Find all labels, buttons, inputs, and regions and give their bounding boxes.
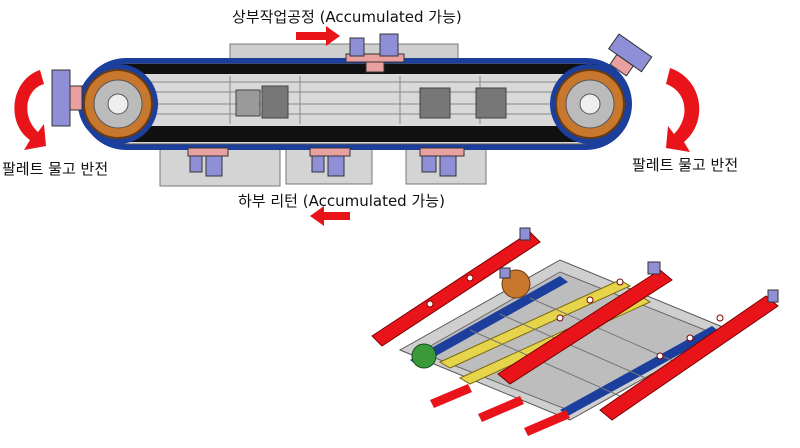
arrow-right-flip (666, 68, 700, 152)
left-pulley (78, 64, 158, 144)
top-rail (116, 64, 596, 74)
bracket-block (261, 85, 289, 119)
bracket-block (419, 87, 451, 119)
top-process-label: 상부작업공정 (Accumulated 가능) (232, 8, 462, 26)
bottom-pallet-fixture (309, 147, 351, 177)
arrow-bottom-return (310, 206, 350, 226)
iso-belt-rail (560, 326, 720, 416)
bottom-rail (116, 126, 596, 142)
right-flip-fixture (608, 33, 653, 77)
iso-pallet-bar (599, 295, 779, 421)
iso-pallet-bar (478, 396, 524, 422)
iso-yellow-rail (438, 279, 632, 369)
iso-belt-rail (410, 276, 568, 366)
left-flip-label: 팔레트 물고 반전 (2, 160, 109, 178)
left-flip-fixture (51, 69, 83, 127)
arrow-left-flip (14, 70, 46, 150)
right-pulley (550, 64, 630, 144)
top-pallet-fixture (345, 33, 405, 73)
iso-pallet-bar (430, 384, 472, 408)
bottom-pallet-fixture (419, 147, 465, 177)
arrow-top-forward (296, 26, 340, 46)
bottom-return-label: 하부 리턴 (Accumulated 가능) (238, 192, 445, 210)
bracket-block (235, 89, 261, 117)
right-flip-label: 팔레트 물고 반전 (632, 156, 739, 174)
bottom-pallet-fixture (187, 147, 229, 177)
iso-pallet-bar (524, 410, 570, 436)
bracket-block (475, 87, 507, 119)
isometric-assembly (371, 227, 779, 436)
iso-pallet-bar (371, 231, 541, 347)
iso-pallet-bar (497, 269, 673, 385)
